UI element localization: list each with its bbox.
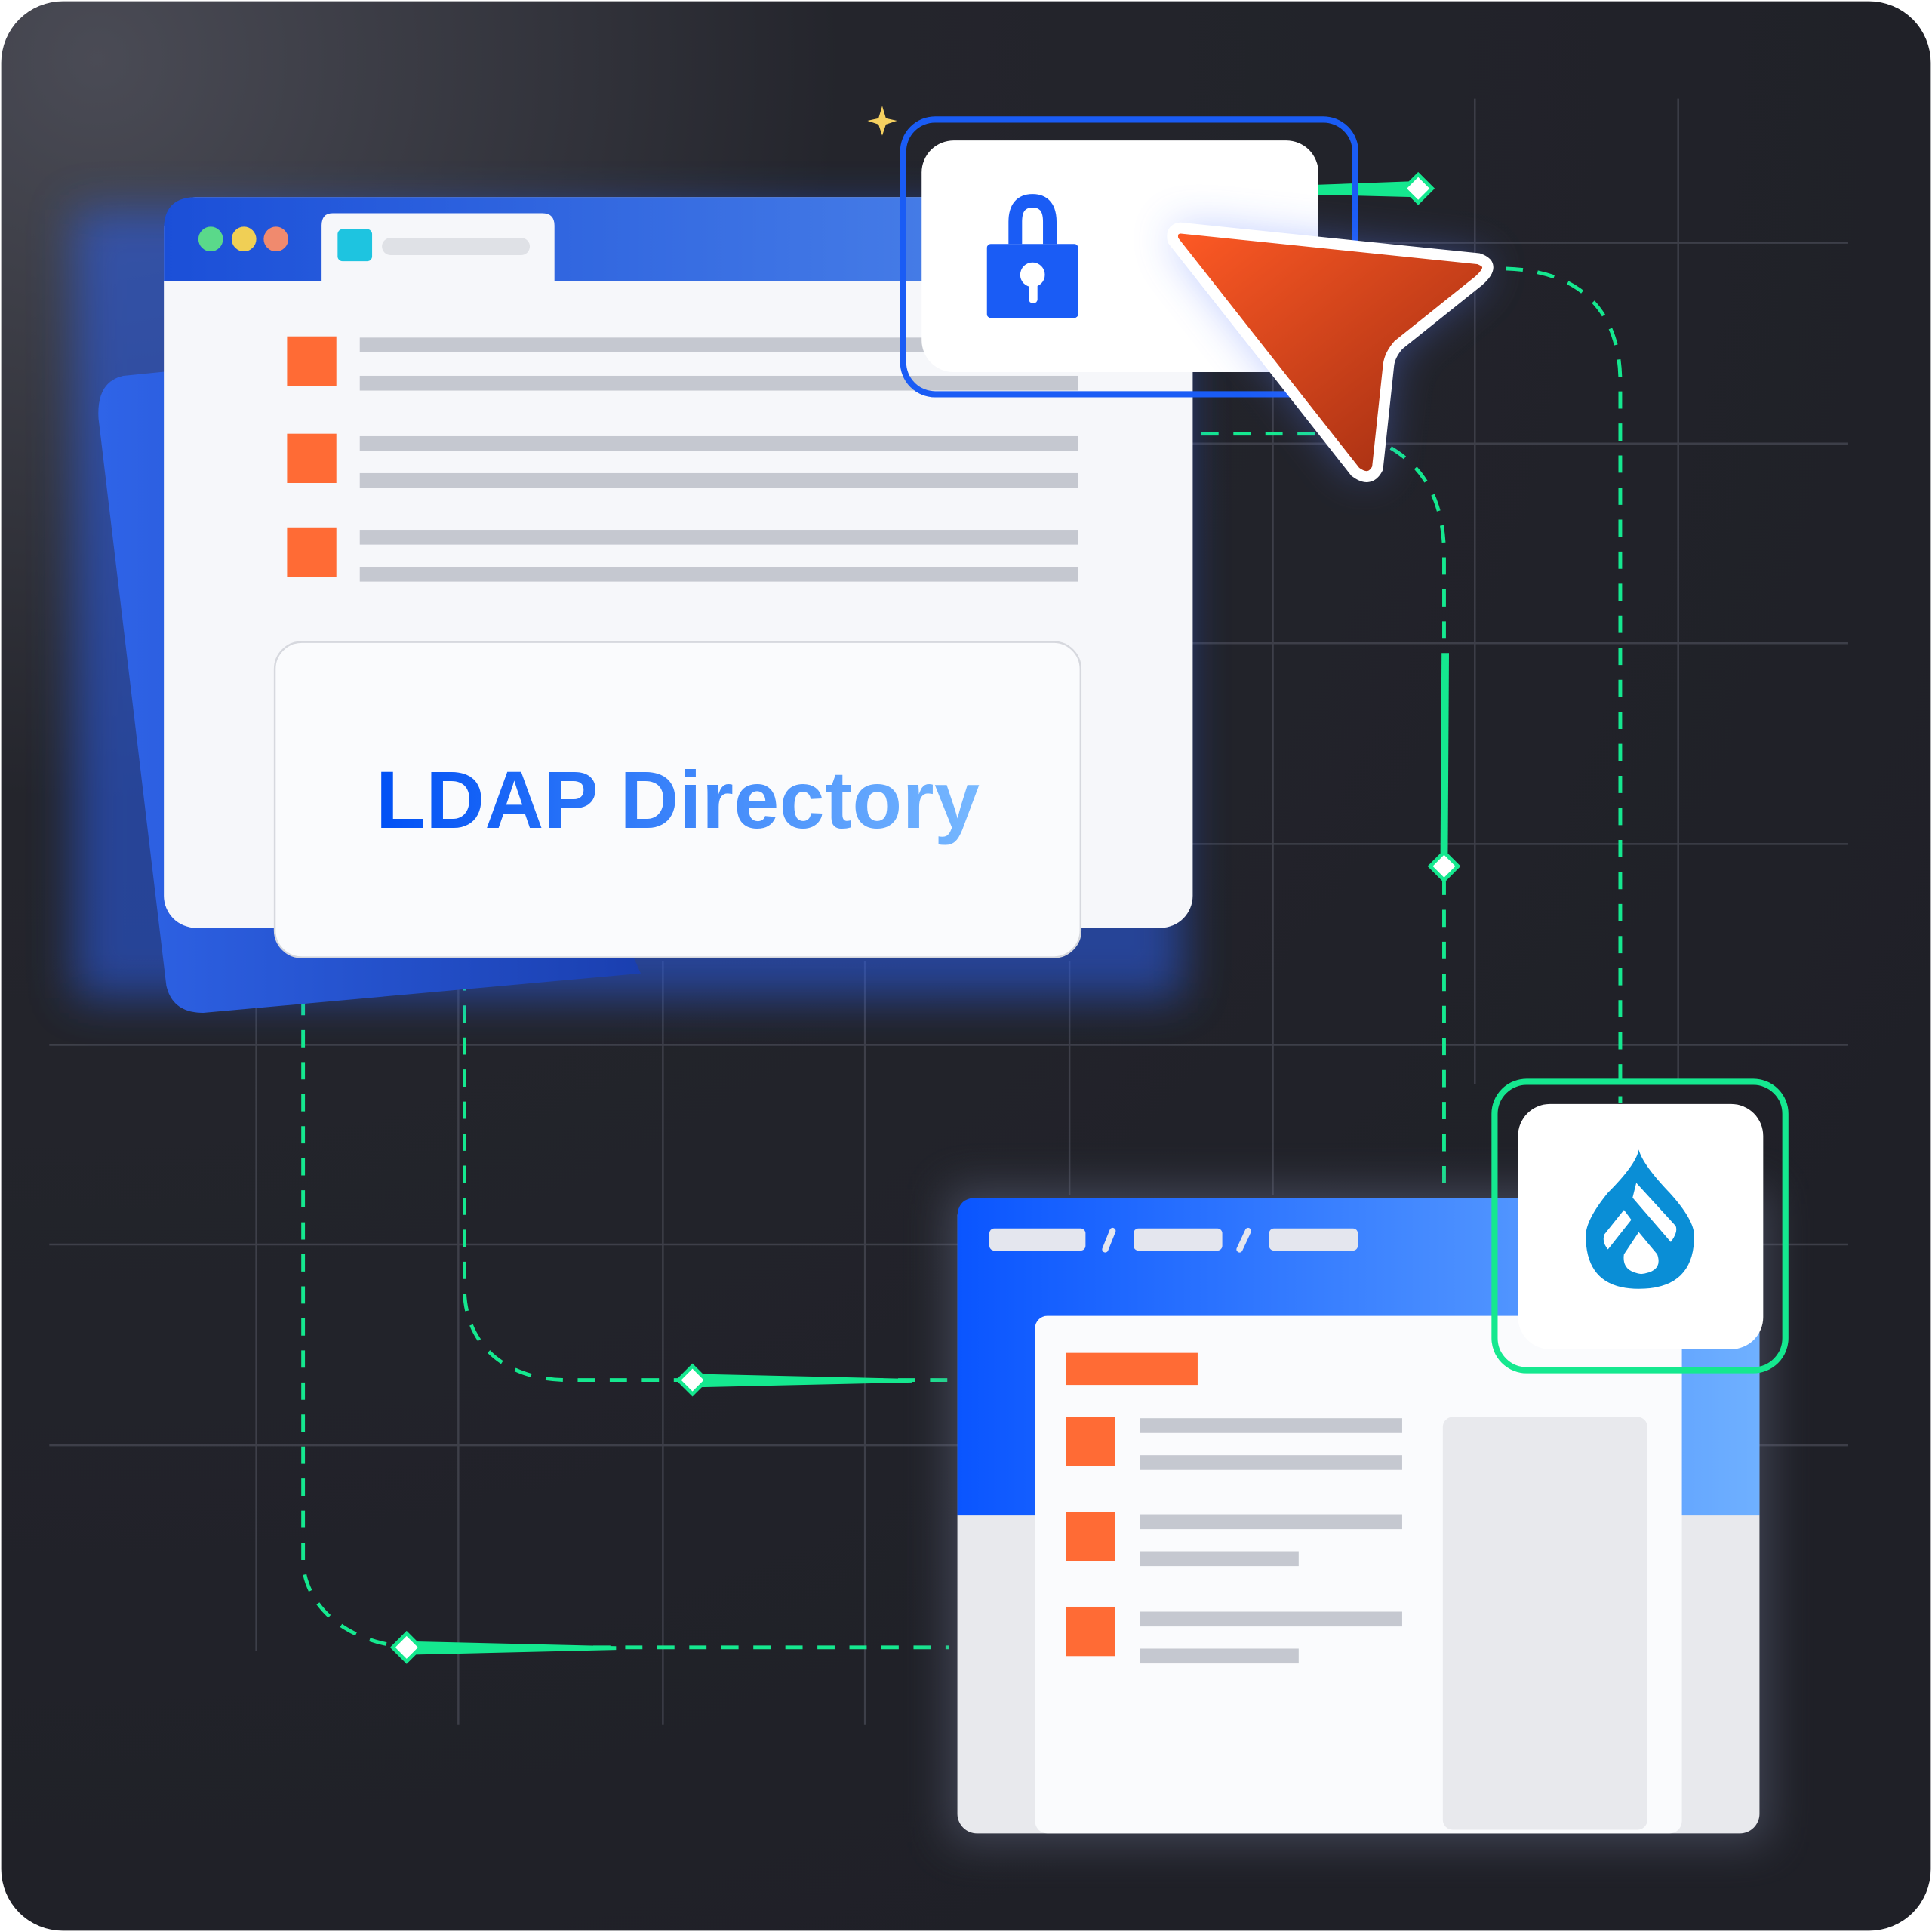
cursor-arrow-icon xyxy=(1167,222,1494,482)
connector-diamond-icon xyxy=(389,171,1461,1664)
drupal-card xyxy=(1491,1078,1789,1374)
window-dot-red[interactable] xyxy=(263,226,289,252)
lock-card xyxy=(900,116,1358,398)
ldap-directory-title: LDAP Directory xyxy=(376,754,980,845)
connector-glow-lines xyxy=(406,181,1449,1655)
breadcrumb xyxy=(989,1227,1358,1253)
drupal-logo-icon xyxy=(1586,1149,1694,1289)
list-items xyxy=(287,336,1078,582)
lock-icon xyxy=(986,194,1078,318)
window-dot-green[interactable] xyxy=(198,226,223,252)
sparkle-icon xyxy=(867,106,897,136)
window-dot-yellow[interactable] xyxy=(231,226,257,252)
ldap-window: LDAP Directory xyxy=(73,197,1193,1014)
ldap-directory-card xyxy=(273,641,1082,958)
